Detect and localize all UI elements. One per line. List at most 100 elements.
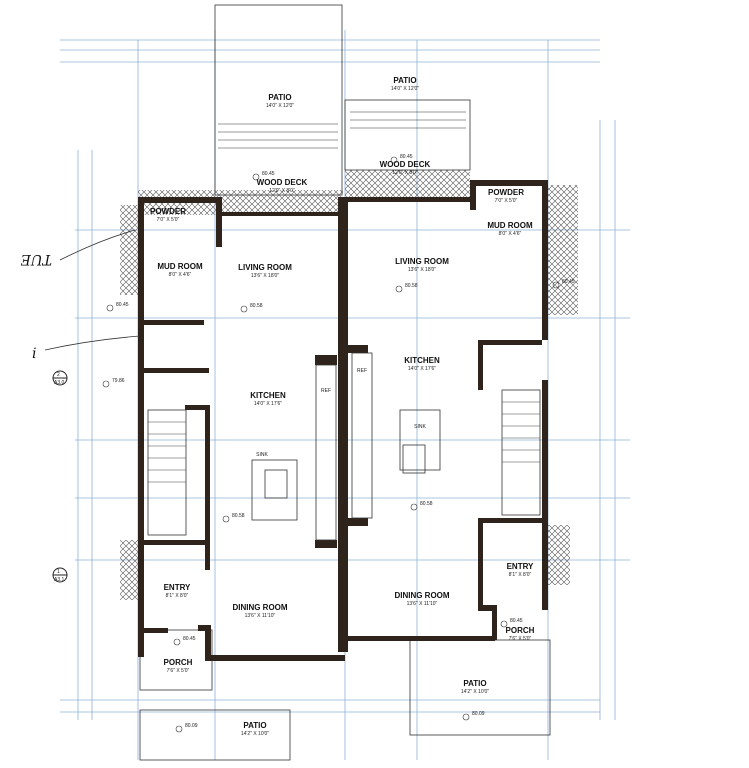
room-dimensions: 8'0" X 4'6" bbox=[169, 272, 192, 278]
room-name: KITCHEN bbox=[404, 356, 440, 365]
room-name: PATIO bbox=[268, 93, 291, 102]
room-name: ENTRY bbox=[507, 562, 534, 571]
elevation-label: 80.45 bbox=[262, 171, 275, 177]
elevation-label: 80.45 bbox=[400, 154, 413, 160]
room-name: PORCH bbox=[164, 658, 193, 667]
elevation-symbol bbox=[175, 725, 183, 733]
room-dimensions: 13'6" X 18'0" bbox=[251, 273, 279, 279]
room-dimensions: 14'0" X 12'0" bbox=[391, 86, 419, 92]
room-dimensions: 7'0" X 5'0" bbox=[495, 198, 518, 204]
room-dimensions: 12'0" X 8'0" bbox=[392, 170, 418, 176]
elevation-label: 80.58 bbox=[405, 283, 418, 289]
elevation-symbol bbox=[462, 713, 470, 721]
svg-text:A3.0: A3.0 bbox=[54, 380, 65, 386]
wood-deck-hatching bbox=[120, 170, 578, 600]
elevation-symbol bbox=[390, 156, 398, 164]
room-name: KITCHEN bbox=[250, 391, 286, 400]
room-dimensions: 13'6" X 11'10" bbox=[407, 601, 438, 607]
handwritten-arrow bbox=[59, 229, 136, 261]
section-marker-1[interactable]: 1 A3.1 bbox=[52, 567, 68, 583]
room-name: PATIO bbox=[243, 721, 266, 730]
elevation-symbol bbox=[252, 173, 260, 181]
room-name: PATIO bbox=[393, 76, 416, 85]
handwritten-note: TUE bbox=[21, 251, 52, 267]
elevation-symbol bbox=[106, 304, 114, 312]
room-dimensions: 14'0" X 12'0" bbox=[266, 103, 294, 109]
elevation-symbol bbox=[240, 305, 248, 313]
svg-text:A3.1: A3.1 bbox=[54, 577, 65, 583]
elevation-marks: 80.45 80.45 80.58 80.58 80.45 80.45 79.86 80.58… bbox=[102, 154, 575, 733]
elevation-label: 80.58 bbox=[420, 501, 433, 507]
elevation-label: 80.45 bbox=[183, 636, 196, 642]
room-dimensions: 14'0" X 17'6" bbox=[408, 366, 436, 372]
room-name: LIVING ROOM bbox=[395, 257, 449, 266]
room-name: DINING ROOM bbox=[394, 591, 449, 600]
room-dimensions: 12'0" X 8'0" bbox=[269, 188, 295, 194]
room-dimensions: 14'2" X 10'0" bbox=[241, 731, 269, 737]
elevation-label: 80.58 bbox=[250, 303, 263, 309]
room-dimensions: 8'1" X 8'0" bbox=[509, 572, 532, 578]
room-dimensions: 8'0" X 4'6" bbox=[499, 231, 522, 237]
room-dimensions: 13'6" X 18'0" bbox=[408, 267, 436, 273]
elevation-label: 79.86 bbox=[112, 378, 125, 384]
svg-text:1: 1 bbox=[57, 569, 60, 575]
room-dimensions: 13'6" X 11'10" bbox=[245, 613, 276, 619]
elevation-label: 80.45 bbox=[116, 302, 129, 308]
fridge-label-left: REF bbox=[321, 388, 331, 394]
room-name: POWDER bbox=[150, 207, 186, 216]
elevation-symbol bbox=[173, 638, 181, 646]
elevation-label: 80.58 bbox=[232, 513, 245, 519]
room-name: ENTRY bbox=[164, 583, 191, 592]
room-name: DINING ROOM bbox=[232, 603, 287, 612]
walls bbox=[138, 180, 548, 661]
room-dimensions: 14'0" X 17'6" bbox=[254, 401, 282, 407]
elevation-symbol bbox=[395, 285, 403, 293]
stairs bbox=[147, 389, 541, 536]
room-name: PORCH bbox=[506, 626, 535, 635]
room-dimensions: 8'1" X 8'0" bbox=[166, 593, 189, 599]
elevation-label: 80.09 bbox=[185, 723, 198, 729]
handwritten-mark: i bbox=[32, 346, 36, 362]
sink-label-right: SINK bbox=[414, 424, 426, 430]
room-dimensions: 7'6" X 5'0" bbox=[167, 668, 190, 674]
elevation-label: 80.45 bbox=[562, 279, 575, 285]
room-name: MUD ROOM bbox=[487, 221, 533, 230]
room-name: WOOD DECK bbox=[257, 178, 308, 187]
svg-text:2: 2 bbox=[57, 372, 60, 378]
room-name: PATIO bbox=[463, 679, 486, 688]
elevation-symbol bbox=[222, 515, 230, 523]
elevation-symbol bbox=[552, 281, 560, 289]
elevation-symbol bbox=[410, 503, 418, 511]
elevation-symbol bbox=[102, 380, 110, 388]
elevation-label: 80.45 bbox=[510, 618, 523, 624]
elevation-label: 80.09 bbox=[472, 711, 485, 717]
room-dimensions: 7'6" X 5'0" bbox=[509, 636, 532, 642]
sink-label-left: SINK bbox=[256, 452, 268, 458]
room-dimensions: 7'0" X 5'0" bbox=[157, 217, 180, 223]
fridge-label-right: REF bbox=[357, 368, 367, 374]
kitchen-fixtures: REF REF SINK SINK bbox=[251, 352, 441, 541]
room-name: LIVING ROOM bbox=[238, 263, 292, 272]
section-marker-2[interactable]: 2 A3.0 bbox=[52, 370, 68, 386]
